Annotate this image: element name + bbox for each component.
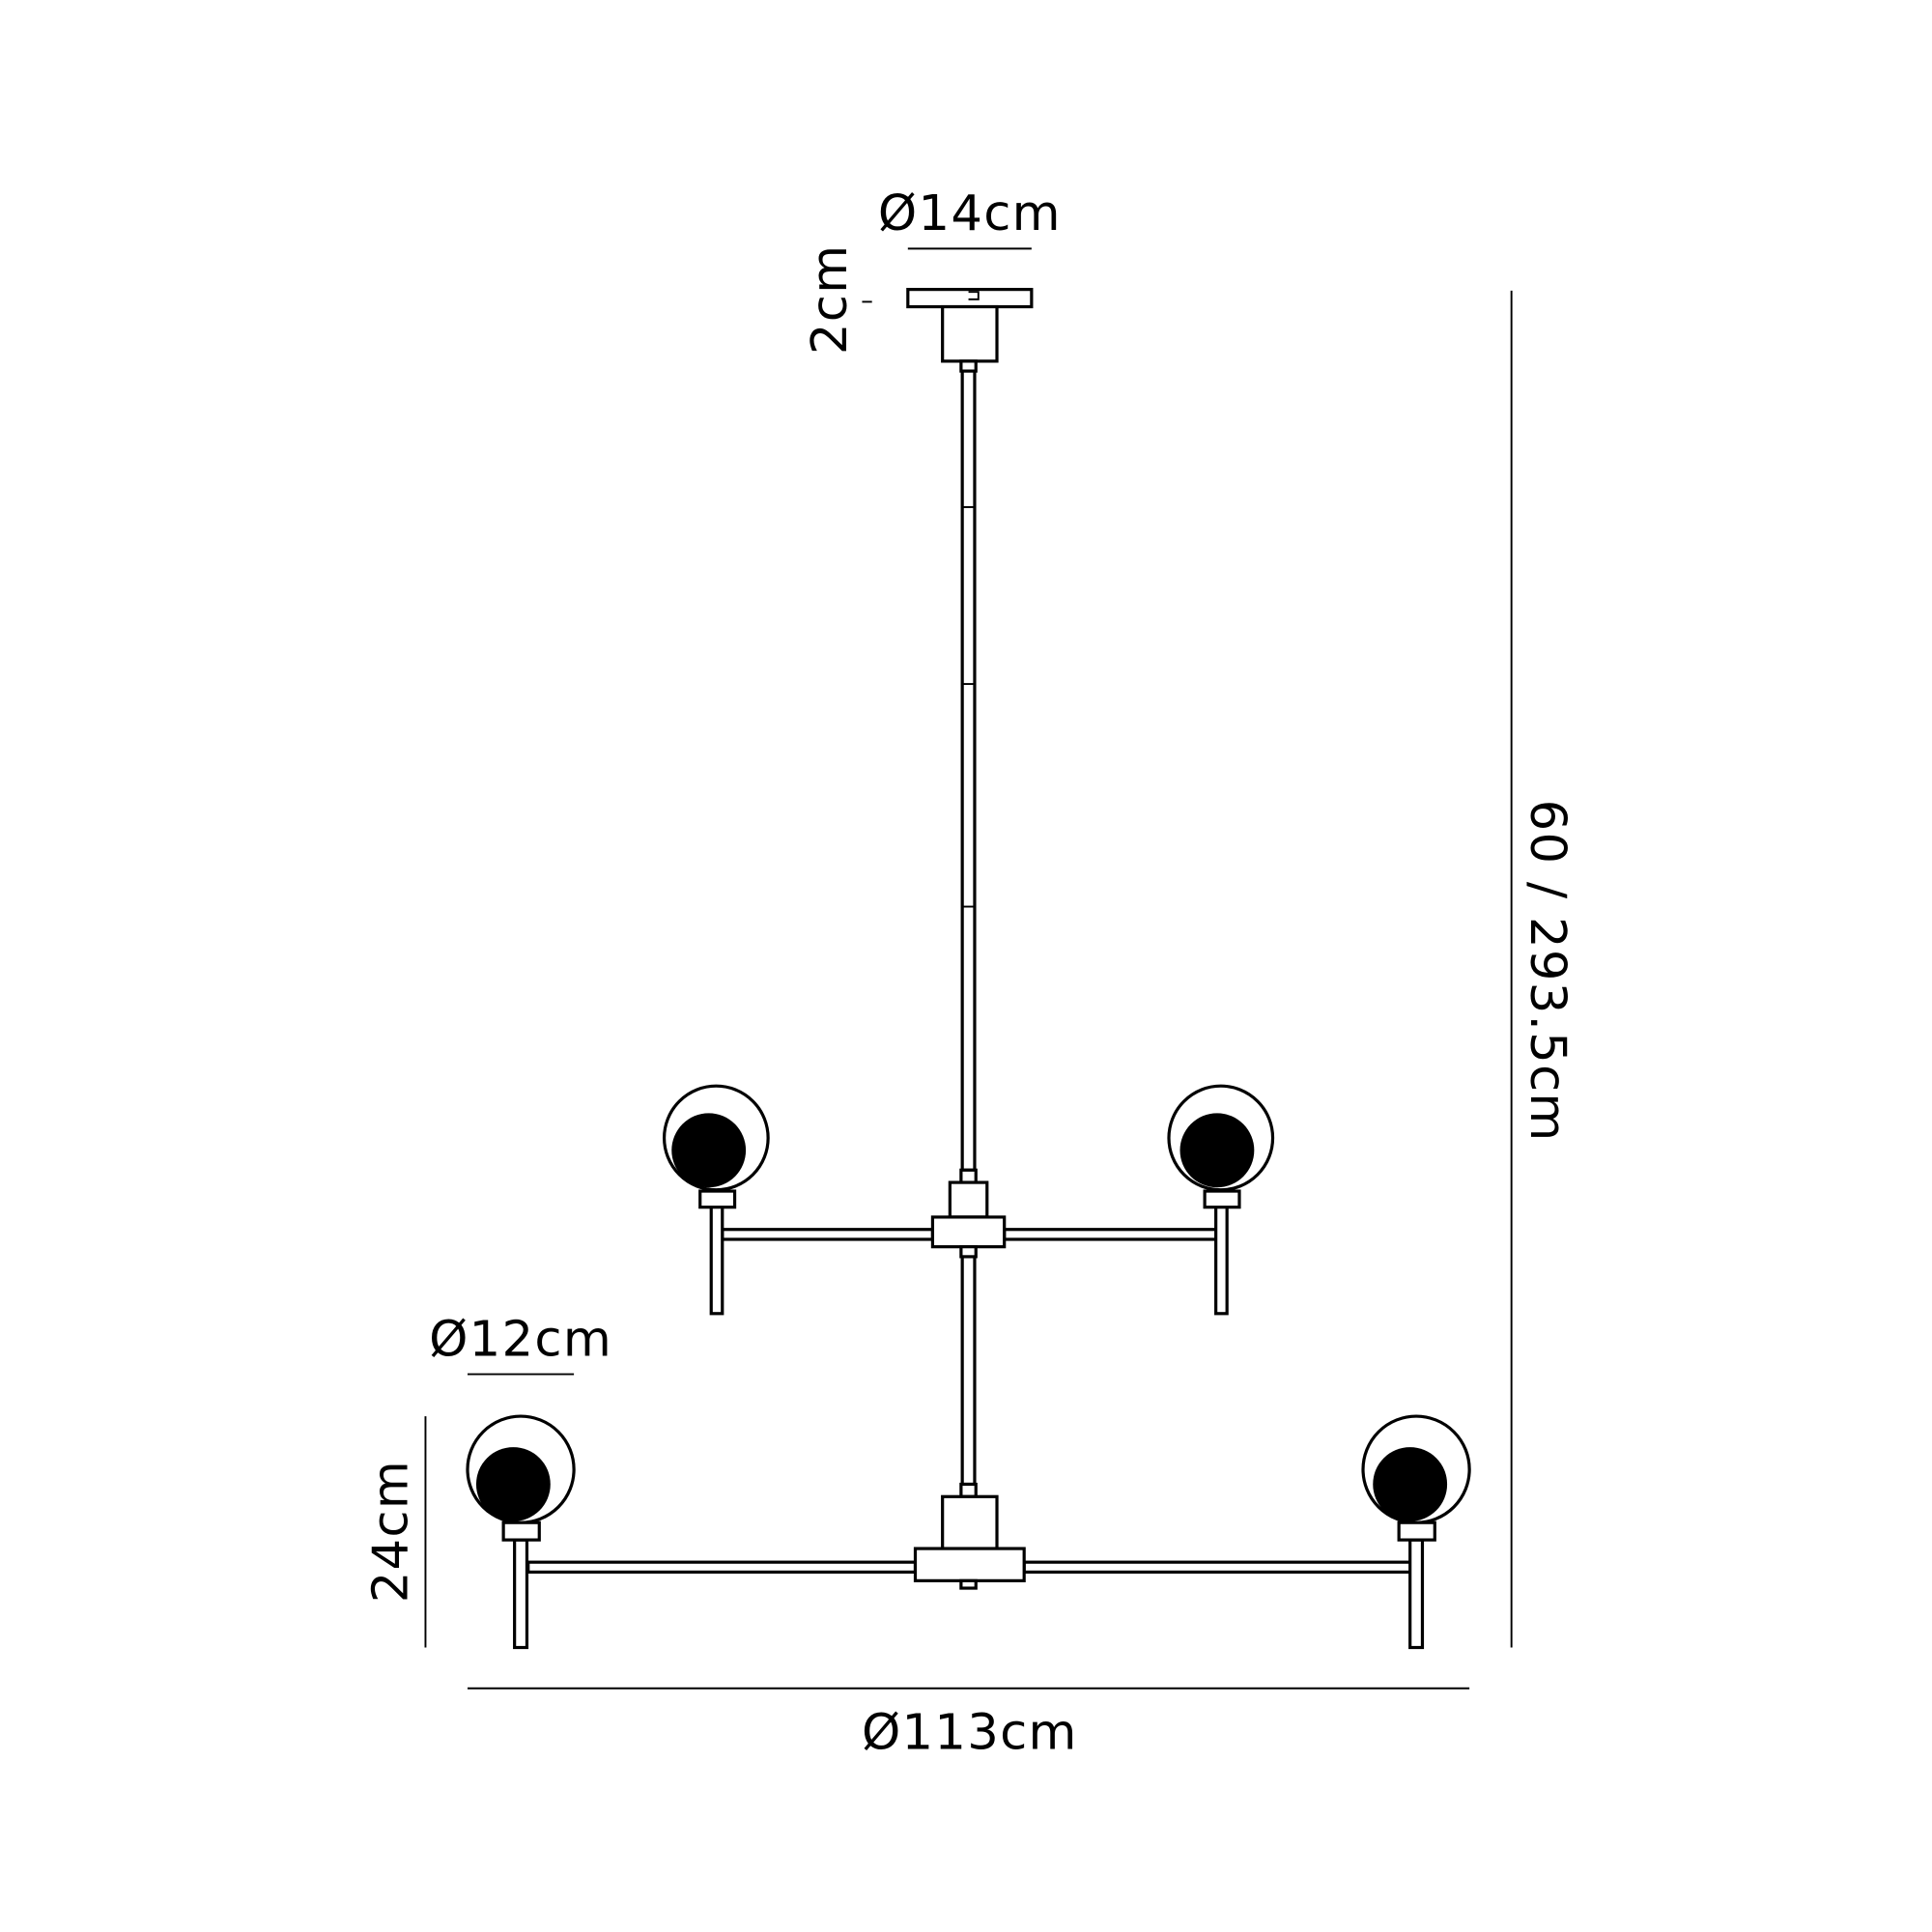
- dimension-canopy-diameter: Ø14cm: [878, 185, 1062, 250]
- dimension-overall-height: 60 / 293.5cm: [1510, 290, 1577, 1648]
- upper-tier: [662, 1084, 1275, 1316]
- canopy-height-label: 2cm: [801, 244, 859, 355]
- lamp-lower-right: [1361, 1414, 1471, 1650]
- lamp-upper-right: [1167, 1084, 1275, 1316]
- dimension-canopy-height: 2cm: [801, 244, 872, 355]
- canopy-diameter-label: Ø14cm: [878, 185, 1062, 242]
- overall-height-label: 60 / 293.5cm: [1519, 800, 1577, 1143]
- ceiling-canopy: [906, 288, 1034, 373]
- lamp-lower-left: [466, 1414, 576, 1650]
- lower-tier: [466, 1414, 1471, 1650]
- dimension-overall-diameter: Ø113cm: [467, 1687, 1470, 1761]
- dimension-shade-diameter: Ø12cm: [429, 1310, 612, 1376]
- shade-diameter-label: Ø12cm: [429, 1310, 612, 1368]
- dimension-shade-height: 24cm: [361, 1416, 427, 1648]
- lamp-upper-left: [662, 1084, 770, 1316]
- suspension-rod: [960, 369, 977, 1487]
- shade-height-label: 24cm: [361, 1460, 419, 1603]
- overall-diameter-label: Ø113cm: [862, 1703, 1078, 1761]
